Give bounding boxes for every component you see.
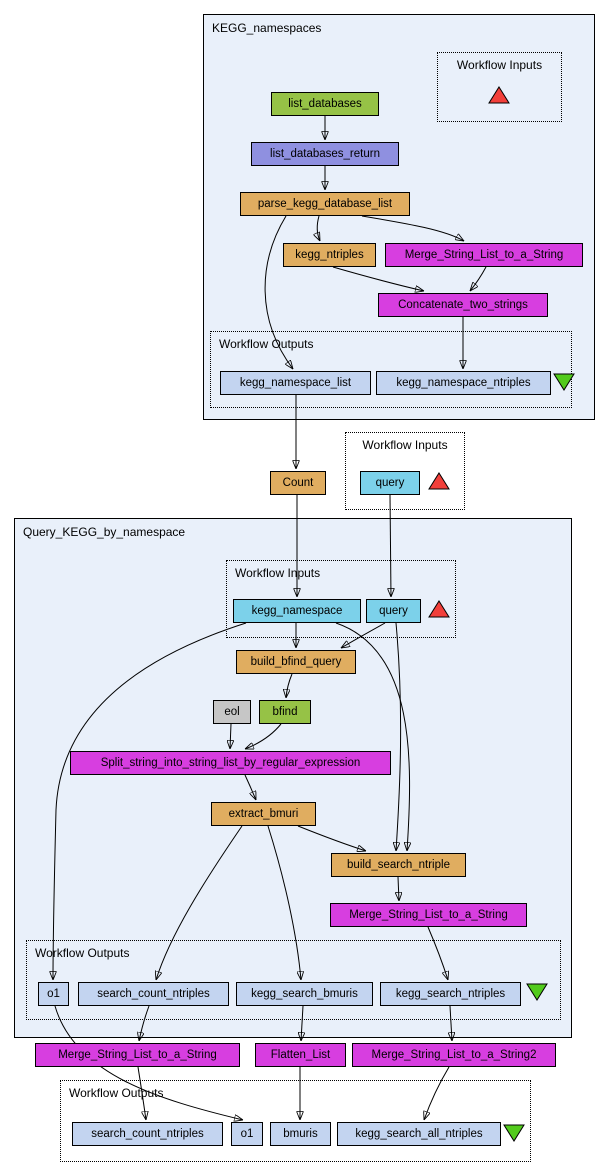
inner-workflow-outputs-box: Workflow Outputs: [26, 940, 561, 1020]
node-query-inner[interactable]: query: [366, 599, 421, 623]
node-search-count-ntriples-out[interactable]: search_count_ntriples: [72, 1122, 223, 1146]
node-flatten-list[interactable]: Flatten_List: [255, 1043, 346, 1067]
node-o1-inner[interactable]: o1: [38, 982, 69, 1006]
node-eol[interactable]: eol: [213, 700, 251, 724]
node-o1-out[interactable]: o1: [231, 1122, 263, 1146]
top-workflow-inputs-box: Workflow Inputs: [437, 52, 562, 122]
node-parse-kegg-database-list[interactable]: parse_kegg_database_list: [240, 192, 410, 216]
node-kegg-ntriples[interactable]: kegg_ntriples: [283, 243, 376, 267]
mid-workflow-inputs-title: Workflow Inputs: [362, 438, 448, 452]
top-workflow-outputs-box: Workflow Outputs: [210, 331, 572, 408]
bottom-workflow-outputs-box: Workflow Outputs: [60, 1080, 531, 1162]
top-workflow-outputs-title: Workflow Outputs: [219, 337, 314, 351]
node-extract-bmuri[interactable]: extract_bmuri: [211, 802, 316, 826]
node-split-string[interactable]: Split_string_into_string_list_by_regular…: [70, 751, 391, 775]
inner-workflow-outputs-title: Workflow Outputs: [35, 946, 130, 960]
node-list-databases-return[interactable]: list_databases_return: [251, 142, 399, 166]
node-kegg-search-all-ntriples[interactable]: kegg_search_all_ntriples: [337, 1122, 501, 1146]
workflow-input-triangle-icon: [428, 472, 450, 490]
group-query-kegg-by-namespace-title: Query_KEGG_by_namespace: [23, 525, 186, 539]
node-merge-string-list-bottom[interactable]: Merge_String_List_to_a_String: [35, 1043, 240, 1067]
node-query-outer[interactable]: query: [360, 471, 420, 495]
node-bmuris-out[interactable]: bmuris: [270, 1122, 331, 1146]
inner-workflow-inputs-title: Workflow Inputs: [235, 566, 321, 580]
mid-workflow-inputs-box: Workflow Inputs: [345, 432, 465, 510]
workflow-input-triangle-icon: [488, 86, 510, 104]
node-kegg-namespace-ntriples[interactable]: kegg_namespace_ntriples: [376, 371, 551, 395]
workflow-input-triangle-icon: [428, 600, 450, 618]
node-kegg-search-bmuris[interactable]: kegg_search_bmuris: [236, 982, 373, 1006]
node-kegg-search-ntriples[interactable]: kegg_search_ntriples: [380, 982, 521, 1006]
node-build-search-ntriple[interactable]: build_search_ntriple: [331, 853, 466, 877]
node-bfind[interactable]: bfind: [259, 700, 311, 724]
node-merge-string-list-inner[interactable]: Merge_String_List_to_a_String: [330, 903, 527, 927]
workflow-output-triangle-icon: [553, 373, 575, 391]
node-merge-string-list-top[interactable]: Merge_String_List_to_a_String: [385, 243, 583, 267]
node-list-databases[interactable]: list_databases: [271, 92, 379, 116]
node-merge-string-list-bottom2[interactable]: Merge_String_List_to_a_String2: [352, 1043, 556, 1067]
node-search-count-ntriples-inner[interactable]: search_count_ntriples: [78, 982, 229, 1006]
node-count[interactable]: Count: [270, 471, 326, 495]
workflow-output-triangle-icon: [526, 983, 548, 1001]
top-workflow-inputs-title: Workflow Inputs: [456, 58, 543, 72]
node-kegg-namespace-list[interactable]: kegg_namespace_list: [220, 371, 371, 395]
node-build-bfind-query[interactable]: build_bfind_query: [236, 650, 356, 674]
workflow-output-triangle-icon: [503, 1124, 525, 1142]
node-kegg-namespace[interactable]: kegg_namespace: [233, 599, 361, 623]
bottom-workflow-outputs-title: Workflow Outputs: [69, 1086, 164, 1100]
node-concatenate-two-strings[interactable]: Concatenate_two_strings: [378, 293, 548, 317]
group-kegg-namespaces-title: KEGG_namespaces: [212, 21, 322, 35]
